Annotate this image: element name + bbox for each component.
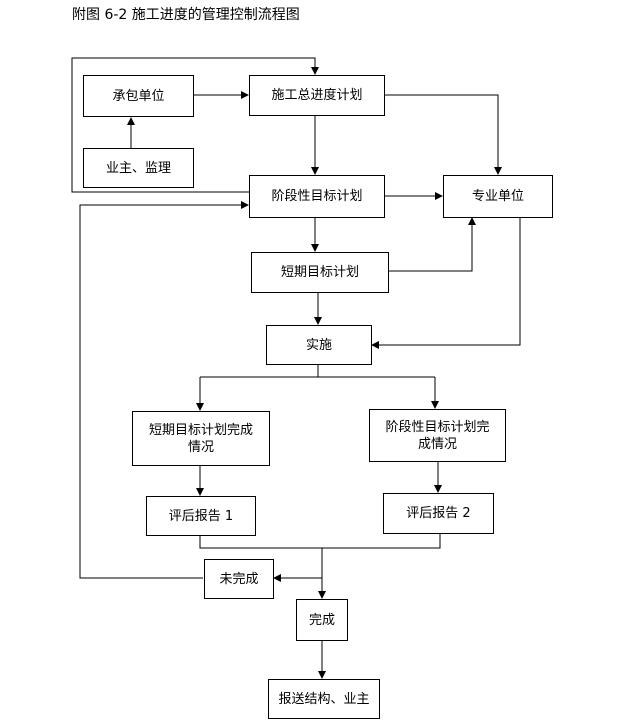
node-short-term-completion: 短期目标计划完成情况 xyxy=(132,411,270,466)
node-owner-supervisor: 业主、监理 xyxy=(83,148,194,188)
node-stage-plan: 阶段性目标计划 xyxy=(249,175,385,218)
node-incomplete: 未完成 xyxy=(204,559,274,599)
node-contractor: 承包单位 xyxy=(83,75,194,117)
node-report-to: 报送结构、业主 xyxy=(268,679,380,719)
node-implementation: 实施 xyxy=(266,325,372,365)
node-stage-completion: 阶段性目标计划完成情况 xyxy=(369,409,506,462)
node-evaluation-report-1: 评后报告 1 xyxy=(146,496,256,536)
node-specialty-unit: 专业单位 xyxy=(443,175,553,218)
node-master-schedule: 施工总进度计划 xyxy=(249,75,385,116)
node-completed: 完成 xyxy=(296,599,348,641)
node-evaluation-report-2: 评后报告 2 xyxy=(383,493,494,534)
figure-title: 附图 6-2 施工进度的管理控制流程图 xyxy=(72,7,300,23)
node-short-term-plan: 短期目标计划 xyxy=(251,252,389,293)
